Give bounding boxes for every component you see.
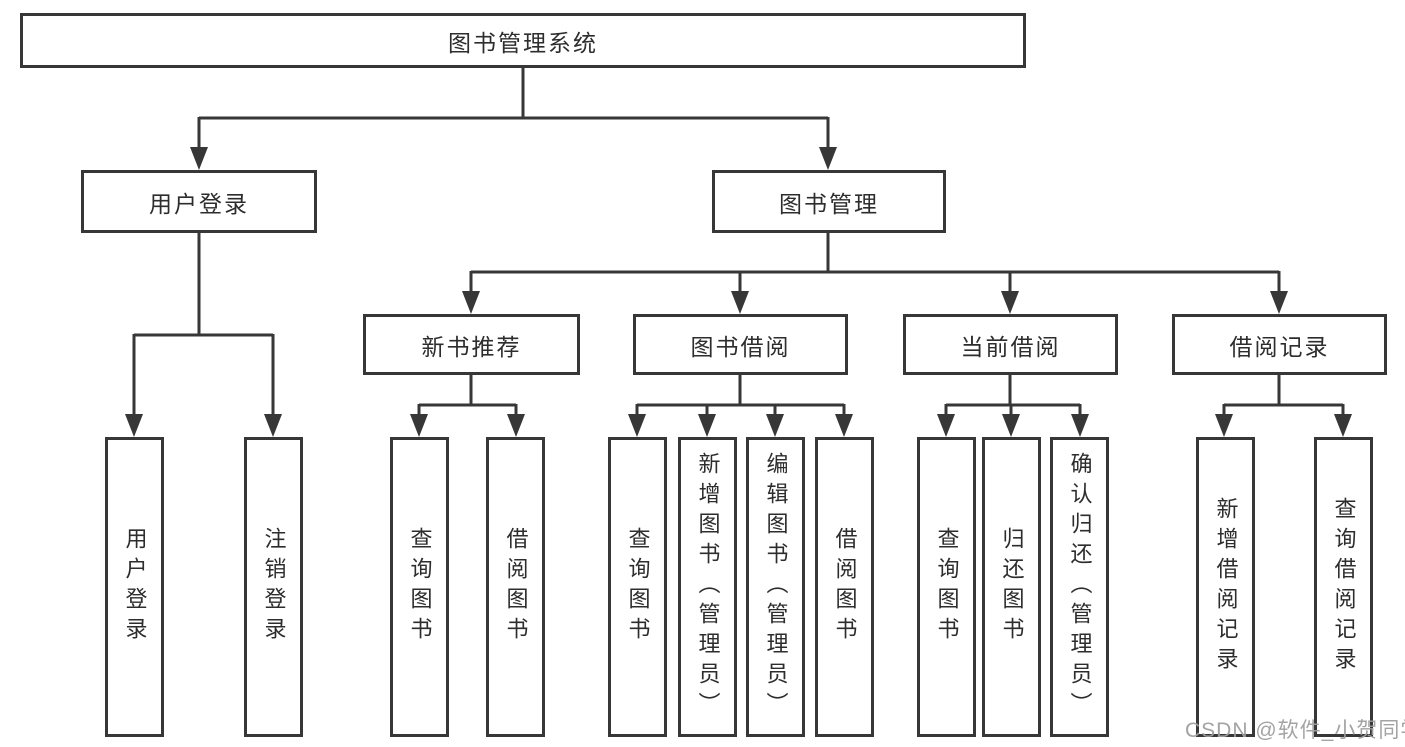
arrow-down-icon (731, 291, 749, 314)
watermark: CSDN @软件_小贺同学 (1185, 719, 1405, 742)
arrow-down-icon (1215, 414, 1233, 437)
node-book-management: 图书管理 (712, 170, 946, 233)
leaf-query-books-borrow: 查询图书 (608, 437, 667, 737)
arrow-down-icon (264, 414, 282, 437)
leaf-query-borrow-record: 查询借阅记录 (1314, 437, 1373, 737)
node-book-borrowing: 图书借阅 (633, 314, 848, 375)
node-label: 查询图书 (934, 527, 960, 647)
arrow-down-icon (937, 414, 955, 437)
arrow-down-icon (410, 414, 428, 437)
arrow-down-icon (507, 414, 525, 437)
node-borrowing-records: 借阅记录 (1172, 314, 1387, 375)
arrow-down-icon (819, 147, 837, 170)
arrow-down-icon (698, 414, 716, 437)
node-user-login: 用户登录 (81, 170, 317, 233)
node-label: 新书推荐 (421, 333, 522, 360)
arrow-down-icon (190, 147, 208, 170)
node-label: 编辑图书（管理员） (763, 452, 789, 722)
leaf-borrow-books-recommend: 借阅图书 (486, 437, 545, 737)
node-label: 查询图书 (407, 527, 433, 647)
node-label: 图书管理系统 (448, 29, 598, 56)
leaf-query-books-current: 查询图书 (917, 437, 976, 737)
arrow-down-icon (628, 414, 646, 437)
node-label: 图书管理 (779, 190, 879, 217)
leaf-add-books-admin: 新增图书（管理员） (678, 437, 737, 737)
node-label: 图书借阅 (690, 333, 791, 360)
leaf-confirm-return-admin: 确认归还（管理员） (1050, 437, 1109, 737)
leaf-query-books-recommend: 查询图书 (390, 437, 449, 737)
leaf-edit-books-admin: 编辑图书（管理员） (746, 437, 805, 737)
leaf-borrow-books: 借阅图书 (815, 437, 874, 737)
node-label: 查询图书 (625, 527, 651, 647)
arrow-down-icon (1002, 414, 1020, 437)
leaf-logout: 注销登录 (244, 437, 303, 737)
arrow-down-icon (835, 414, 853, 437)
node-label: 用户登录 (149, 190, 249, 217)
leaf-user-login: 用户登录 (105, 437, 164, 737)
node-label: 新增借阅记录 (1213, 497, 1239, 677)
node-label: 归还图书 (999, 527, 1025, 647)
arrow-down-icon (1270, 291, 1288, 314)
arrow-down-icon (1001, 291, 1019, 314)
node-library-management-system: 图书管理系统 (20, 13, 1026, 68)
node-current-borrowing: 当前借阅 (903, 314, 1118, 375)
arrow-down-icon (1334, 414, 1352, 437)
leaf-return-books: 归还图书 (982, 437, 1041, 737)
node-label: 新增图书（管理员） (695, 452, 721, 722)
leaf-add-borrow-record: 新增借阅记录 (1196, 437, 1255, 737)
node-label: 用户登录 (122, 527, 148, 647)
node-label: 查询借阅记录 (1331, 497, 1357, 677)
arrow-down-icon (766, 414, 784, 437)
node-label: 借阅图书 (832, 527, 858, 647)
node-label: 确认归还（管理员） (1067, 452, 1093, 722)
arrowheads (125, 147, 1352, 437)
node-label: 借阅记录 (1229, 333, 1330, 360)
arrow-down-icon (125, 414, 143, 437)
connector-lines (132, 66, 1345, 417)
node-label: 当前借阅 (960, 333, 1061, 360)
arrow-down-icon (462, 291, 480, 314)
node-new-book-recommendation: 新书推荐 (363, 314, 580, 375)
arrow-down-icon (1071, 414, 1089, 437)
node-label: 注销登录 (261, 527, 287, 647)
node-label: 借阅图书 (503, 527, 529, 647)
